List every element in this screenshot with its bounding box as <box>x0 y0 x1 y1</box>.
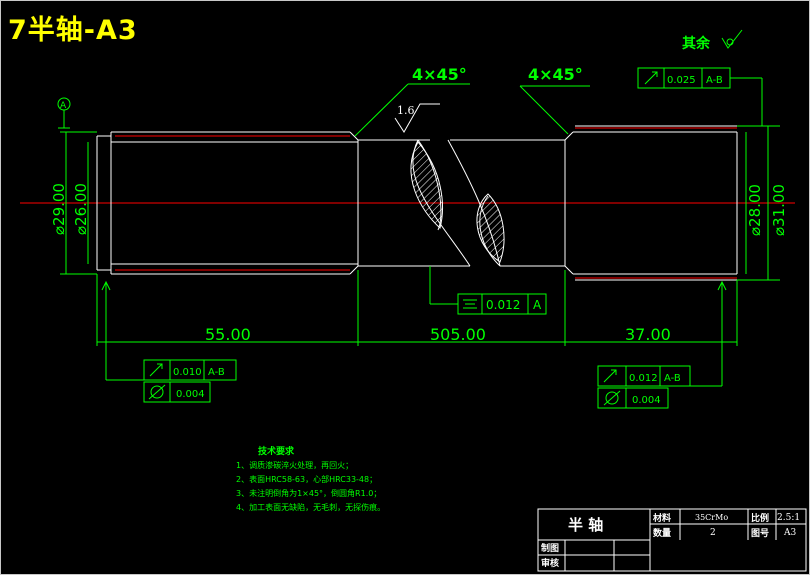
tolerance-frame-left: 0.010 A-B 0.004 <box>101 280 237 403</box>
roughness-check-icon <box>721 29 743 49</box>
svg-text:0.025: 0.025 <box>667 75 696 86</box>
drawing-title: 7半轴-A3 <box>8 15 138 46</box>
svg-text:A-B: A-B <box>664 373 681 384</box>
roughness-other-label: 其余 <box>682 35 711 52</box>
svg-text:比例: 比例 <box>751 512 769 524</box>
svg-text:505.00: 505.00 <box>430 325 486 344</box>
svg-text:55.00: 55.00 <box>205 325 251 344</box>
shaft-right-section <box>564 125 738 281</box>
svg-text:1、调质渗碳淬火处理，再回火；: 1、调质渗碳淬火处理，再回火； <box>236 460 353 470</box>
dim-diameter-right: ⌀28.00 ⌀31.00 <box>737 125 788 281</box>
svg-text:4、加工表面无缺陷，无毛刺，无探伤痕。: 4、加工表面无缺陷，无毛刺，无探伤痕。 <box>236 502 385 512</box>
svg-text:4×45°: 4×45° <box>412 65 467 84</box>
roughness-symbol: 1.6 <box>394 103 440 133</box>
svg-text:技术要求: 技术要求 <box>258 445 295 457</box>
dim-lengths: 55.00 505.00 37.00 <box>96 270 738 346</box>
break-section-hatch-right <box>476 193 505 263</box>
svg-text:制图: 制图 <box>541 542 559 554</box>
svg-text:0.004: 0.004 <box>632 395 661 406</box>
tolerance-frame-top: 0.025 A-B <box>637 67 763 126</box>
svg-text:0.004: 0.004 <box>176 389 205 400</box>
svg-text:0.010: 0.010 <box>173 367 202 378</box>
svg-text:审核: 审核 <box>541 557 559 569</box>
svg-text:0.012: 0.012 <box>486 298 520 312</box>
chamfer-left-callout: 4×45° <box>354 65 470 137</box>
svg-text:A3: A3 <box>783 528 796 538</box>
svg-text:37.00: 37.00 <box>625 325 671 344</box>
svg-text:35CrMo: 35CrMo <box>695 513 728 522</box>
tolerance-frame-symmetry: 0.012 A <box>429 266 547 315</box>
break-section-hatch-left <box>410 141 443 229</box>
svg-text:1.6: 1.6 <box>397 104 415 117</box>
svg-text:2.5:1: 2.5:1 <box>777 513 800 523</box>
svg-text:2: 2 <box>710 528 716 538</box>
svg-text:3、未注明倒角为1×45°，倒圆角R1.0；: 3、未注明倒角为1×45°，倒圆角R1.0； <box>236 488 381 498</box>
chamfer-right-callout: 4×45° <box>519 65 590 135</box>
svg-text:数量: 数量 <box>653 527 671 539</box>
svg-text:A-B: A-B <box>706 75 723 86</box>
technical-requirements: 技术要求 1、调质渗碳淬火处理，再回火； 2、表面HRC58-63，心部HRC3… <box>236 445 385 512</box>
svg-text:⌀31.00: ⌀31.00 <box>770 184 788 236</box>
svg-text:⌀26.00: ⌀26.00 <box>72 183 90 235</box>
tolerance-frame-right: 0.012 A-B 0.004 <box>597 280 727 409</box>
svg-text:4×45°: 4×45° <box>528 65 583 84</box>
title-block: 半 轴 材料 35CrMo 比例 2.5:1 数量 2 图号 A3 制图 审核 <box>537 508 807 572</box>
part-name: 半 轴 <box>568 516 603 534</box>
svg-text:A: A <box>533 298 542 312</box>
svg-text:图号: 图号 <box>751 528 769 539</box>
datum-a-marker: A <box>57 97 71 129</box>
dim-diameter-left: ⌀29.00 ⌀26.00 <box>50 131 97 275</box>
svg-text:2、表面HRC58-63，心部HRC33-48；: 2、表面HRC58-63，心部HRC33-48； <box>236 474 377 484</box>
svg-text:A: A <box>60 101 67 111</box>
svg-text:A-B: A-B <box>208 367 225 378</box>
shaft-left-section <box>96 131 359 275</box>
svg-text:⌀29.00: ⌀29.00 <box>50 183 68 235</box>
svg-text:0.012: 0.012 <box>629 373 658 384</box>
svg-text:⌀28.00: ⌀28.00 <box>746 184 764 236</box>
svg-text:材料: 材料 <box>652 512 671 524</box>
